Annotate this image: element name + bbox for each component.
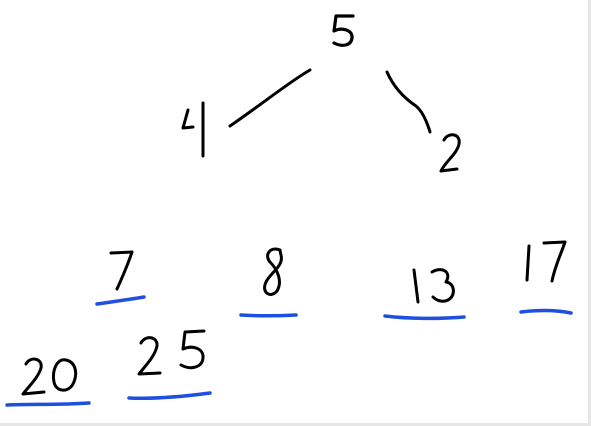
underline-13 — [383, 314, 466, 321]
list-item-13: 13 — [410, 266, 453, 300]
digit-stroke — [525, 244, 531, 282]
digit-stroke — [263, 247, 283, 296]
digit-stroke — [430, 268, 455, 303]
canvas-edge-right — [588, 0, 591, 426]
digit-stroke — [542, 240, 567, 283]
underline-17 — [519, 308, 573, 315]
list-item-17: 17 — [522, 240, 573, 280]
list-item-7: 7 — [110, 250, 135, 290]
tree-node-left: 4 — [181, 104, 209, 148]
underline-7 — [95, 295, 146, 306]
canvas-edge-bottom — [0, 423, 591, 426]
digit-stroke — [179, 329, 206, 370]
tree-node-root: 5 — [331, 12, 353, 46]
list-item-25: 25 — [137, 330, 193, 374]
digit-stroke — [52, 358, 78, 392]
tree-node-right: 2 — [440, 133, 463, 169]
underline-25 — [127, 391, 212, 400]
digit-stroke — [332, 14, 355, 47]
tree-edge-right — [385, 70, 432, 134]
digit-stroke — [412, 268, 420, 304]
digit-stroke — [439, 133, 461, 173]
list-item-8: 8 — [262, 246, 290, 290]
underline-8 — [239, 313, 298, 318]
digit-stroke — [181, 108, 195, 130]
digit-stroke — [21, 357, 46, 396]
tree-edge-left — [228, 68, 312, 128]
underline-20 — [5, 401, 91, 407]
digit-stroke — [109, 250, 134, 291]
digit-stroke — [137, 336, 162, 376]
list-item-20: 20 — [20, 356, 68, 394]
